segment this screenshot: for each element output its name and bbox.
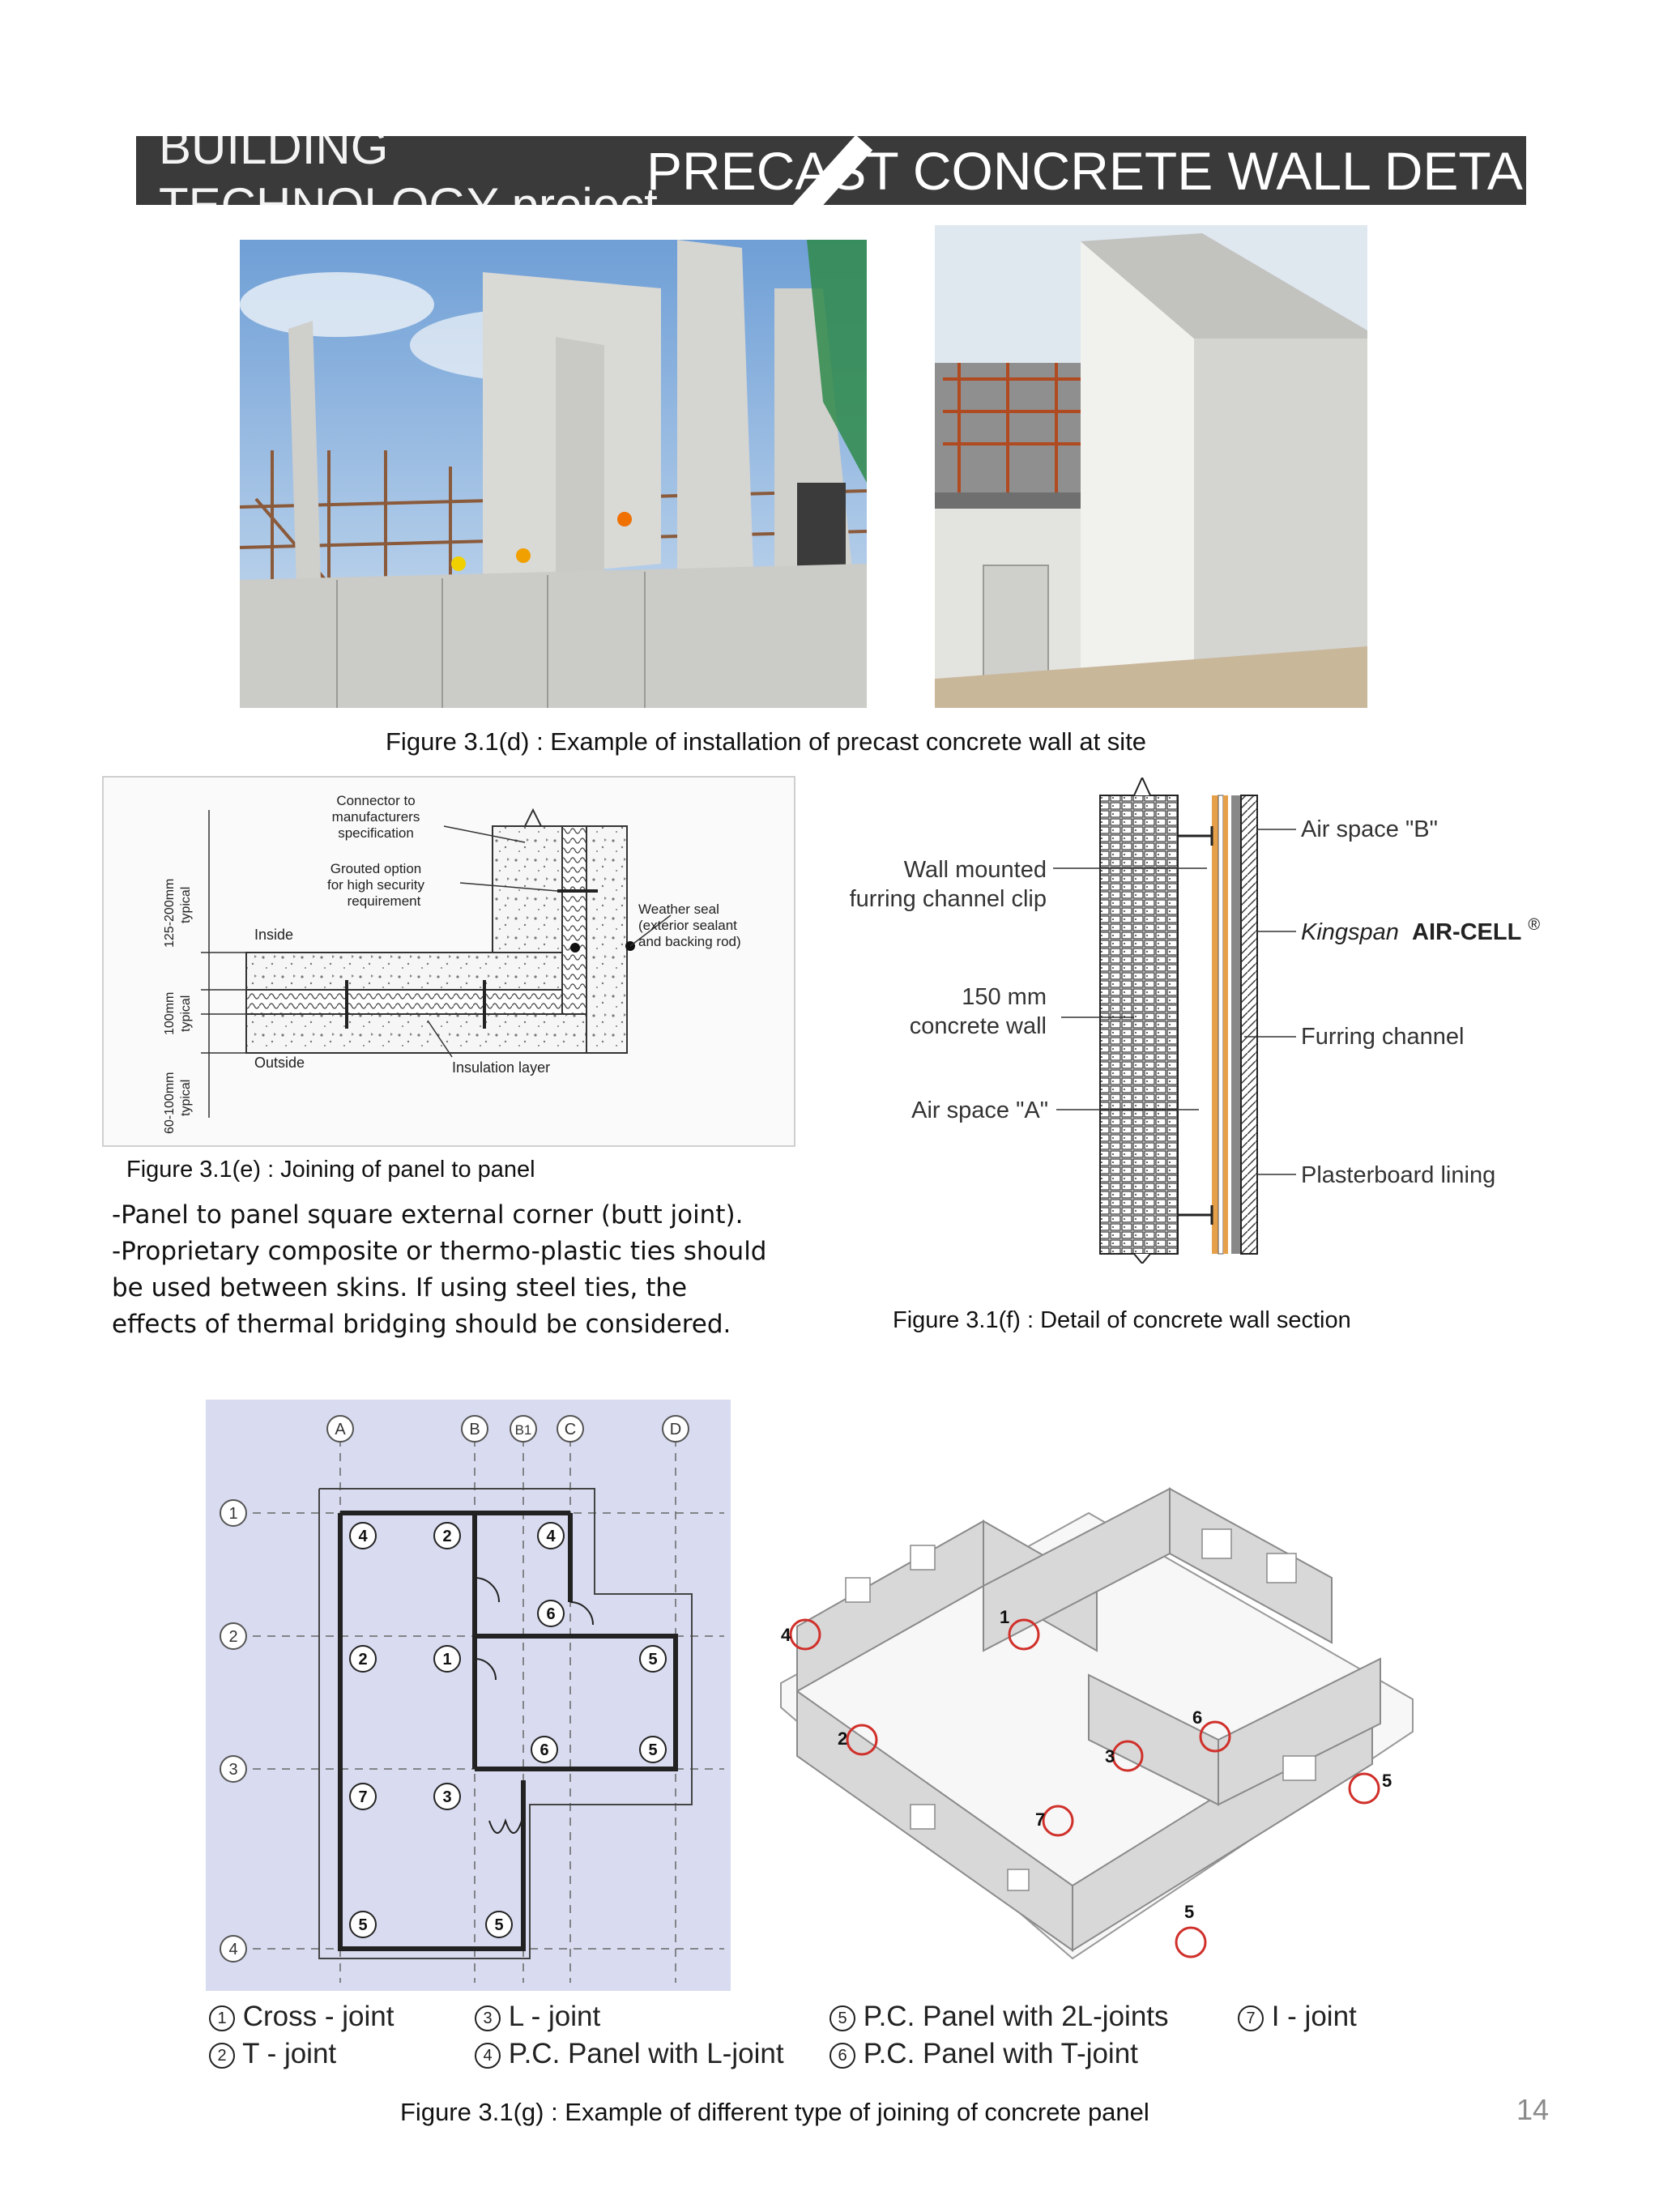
iso-joint-4: 4 xyxy=(781,1625,791,1645)
label-outside: Outside xyxy=(254,1055,305,1071)
grid-row-4: 4 xyxy=(228,1941,237,1958)
page-number: 14 xyxy=(1516,2093,1550,2126)
legend-item-7: 7 I - joint xyxy=(1238,2001,1357,2033)
figure-f-caption: Figure 3.1(f) : Detail of concrete wall … xyxy=(893,1307,1351,1333)
grid-row-3: 3 xyxy=(228,1761,237,1779)
legend-item-2: 2 T - joint xyxy=(209,2038,336,2070)
plan-joint-3: 3 xyxy=(442,1788,451,1806)
legend-item-6: 6 P.C. Panel with T-joint xyxy=(830,2038,1138,2070)
legend-num-3: 3 xyxy=(475,2005,501,2031)
label-kingspan: Kingspan AIR-CELL ® xyxy=(1301,916,1540,945)
plan-joint-6a: 6 xyxy=(546,1605,555,1623)
grid-row-2: 2 xyxy=(228,1628,237,1646)
label-furring-channel: Furring channel xyxy=(1301,1024,1465,1050)
plan-joint-5d: 5 xyxy=(494,1916,503,1934)
iso-joint-5a: 5 xyxy=(1382,1771,1392,1791)
grid-col-d: D xyxy=(670,1421,681,1438)
legend-label-6: P.C. Panel with T-joint xyxy=(863,2038,1138,2069)
grid-col-b1: B1 xyxy=(515,1422,532,1438)
legend-num-1: 1 xyxy=(209,2005,235,2031)
grid-col-a: A xyxy=(335,1421,346,1438)
floor-plan-drawing: A B B1 C D 1 2 3 4 xyxy=(206,1400,731,1991)
finished-wall-photo-illustration xyxy=(935,225,1367,708)
isometric-panel-drawing: 4 1 2 3 6 7 5 5 xyxy=(780,1487,1414,1960)
iso-joint-5b: 5 xyxy=(1184,1902,1194,1922)
figure-e-caption: Figure 3.1(e) : Joining of panel to pane… xyxy=(126,1157,535,1183)
site-photo-installation xyxy=(240,240,867,708)
legend-num-6: 6 xyxy=(830,2042,855,2069)
label-plasterboard: Plasterboard lining xyxy=(1301,1162,1495,1188)
plan-joint-1: 1 xyxy=(442,1651,451,1669)
legend-item-1: 1 Cross - joint xyxy=(209,2001,394,2033)
legend-num-7: 7 xyxy=(1238,2005,1264,2031)
plan-joint-7: 7 xyxy=(358,1788,367,1806)
iso-joint-1: 1 xyxy=(1000,1607,1009,1627)
site-photo-finished-wall xyxy=(935,225,1367,708)
legend-num-4: 4 xyxy=(475,2042,501,2069)
page-title: PRECAST CONCRETE WALL DETA xyxy=(646,141,1523,201)
legend-label-4: P.C. Panel with L-joint xyxy=(508,2038,784,2069)
plan-joint-4a: 4 xyxy=(358,1528,368,1545)
label-insulation: Insulation layer xyxy=(452,1059,550,1076)
header-banner: BUILDING TECHNOLOGY project PRECAST CONC… xyxy=(136,136,1526,205)
label-air-space-a: Air space "A" xyxy=(911,1097,1048,1123)
grid-col-c: C xyxy=(565,1421,576,1438)
course-title: BUILDING TECHNOLOGY project xyxy=(159,136,658,205)
legend-item-5: 5 P.C. Panel with 2L-joints xyxy=(830,2001,1169,2033)
joint-legend: 1 Cross - joint 2 T - joint 3 L - joint … xyxy=(206,1996,1422,2077)
installation-photo-illustration xyxy=(240,240,867,708)
iso-joint-2: 2 xyxy=(838,1728,847,1749)
label-inside: Inside xyxy=(254,927,293,943)
legend-label-3: L - joint xyxy=(508,2001,601,2032)
plan-joint-2b: 2 xyxy=(358,1651,367,1669)
plan-joint-5c: 5 xyxy=(358,1916,367,1934)
legend-num-2: 2 xyxy=(209,2042,235,2069)
legend-label-2: T - joint xyxy=(242,2038,337,2069)
joint-notes: -Panel to panel square external corner (… xyxy=(112,1200,767,1339)
joint-types-figure: A B B1 C D 1 2 3 4 xyxy=(206,1400,1422,2080)
plan-joint-5a: 5 xyxy=(648,1651,657,1669)
plan-joint-2a: 2 xyxy=(442,1528,451,1545)
plan-joint-5b: 5 xyxy=(648,1741,657,1759)
legend-item-3: 3 L - joint xyxy=(475,2001,600,2033)
figure-g-caption: Figure 3.1(g) : Example of different typ… xyxy=(400,2098,1149,2126)
grid-row-1: 1 xyxy=(228,1505,237,1523)
label-air-space-b: Air space "B" xyxy=(1301,816,1438,842)
iso-joint-3: 3 xyxy=(1105,1746,1115,1767)
legend-label-7: I - joint xyxy=(1271,2001,1357,2032)
legend-label-1: Cross - joint xyxy=(242,2001,394,2032)
legend-item-4: 4 P.C. Panel with L-joint xyxy=(475,2038,784,2070)
grid-col-b: B xyxy=(469,1421,480,1438)
plan-joint-6b: 6 xyxy=(539,1741,548,1759)
iso-joint-6: 6 xyxy=(1192,1707,1202,1728)
legend-num-5: 5 xyxy=(830,2005,855,2031)
plan-joint-4b: 4 xyxy=(546,1528,556,1545)
legend-label-5: P.C. Panel with 2L-joints xyxy=(863,2001,1169,2032)
iso-joint-7: 7 xyxy=(1035,1809,1045,1830)
figure-d-caption: Figure 3.1(d) : Example of installation … xyxy=(386,727,1147,756)
